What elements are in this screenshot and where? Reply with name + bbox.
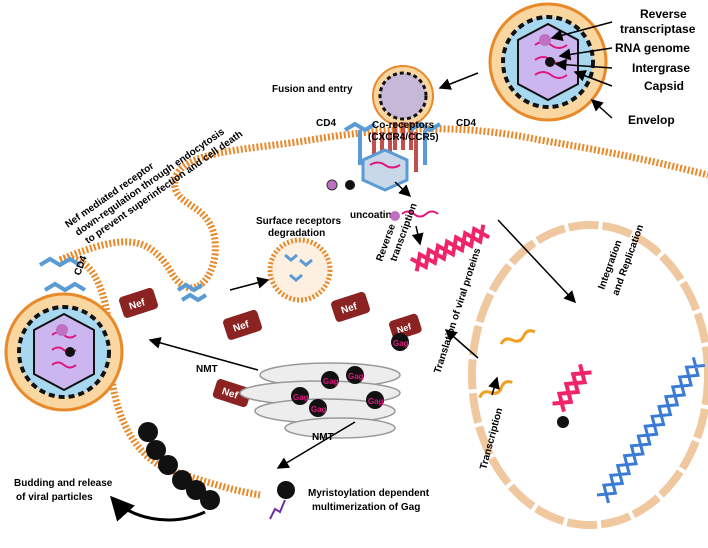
nef-protein-2: Nef — [223, 309, 262, 340]
arrow-uncoat — [394, 181, 412, 198]
host-dna — [596, 357, 706, 504]
arrow-transcript — [488, 376, 500, 396]
gag-label-4: Gag — [293, 393, 309, 402]
label-integrase: Intergrase — [632, 61, 690, 75]
label-fusion-entry: Fusion and entry — [272, 84, 353, 95]
label-cd4-right: CD4 — [456, 118, 476, 129]
uncoat-rt — [326, 179, 338, 191]
arrow-integration — [497, 219, 577, 304]
vesicle-receptors — [284, 253, 313, 282]
arrow-rt — [411, 225, 424, 246]
label-myristoylation-1: Myristoylation dependent — [308, 488, 430, 499]
gag-single — [277, 481, 295, 499]
label-cd4-left: CD4 — [316, 118, 336, 129]
entered-capsid — [361, 148, 409, 192]
label-myristoylation-2: multimerization of Gag — [312, 502, 420, 513]
degradation-vesicle — [267, 237, 333, 303]
nef-protein-5: Nef — [212, 379, 252, 408]
virion-pointers — [550, 21, 613, 119]
label-nef-mediated-3: to prevent superinfection and cell death — [83, 129, 245, 247]
label-surface-receptors-2: degradation — [268, 228, 325, 239]
cd4-receptor-right — [408, 121, 442, 165]
label-nmt-1: NMT — [196, 364, 218, 375]
label-reverse-transcriptase-2: transcriptase — [620, 22, 696, 36]
uncoat-rna — [401, 210, 439, 218]
arrow-to-degradation — [229, 276, 270, 291]
cell-membrane-lower — [59, 255, 261, 499]
label-budding-1: Budding and release — [14, 478, 113, 489]
label-nmt-2: NMT — [312, 432, 334, 443]
nef-protein-1: Nef — [119, 287, 158, 318]
label-uncoating: uncoating — [350, 210, 398, 221]
nef-protein-4: Nef — [389, 313, 422, 340]
svg-text:Nef: Nef — [232, 319, 251, 335]
arrow-nmt-1 — [148, 337, 259, 371]
myristoyl-tail — [269, 499, 286, 520]
dsdna-cytoplasm — [409, 224, 491, 272]
label-nef-mediated-2: down-regulation through endocytosis — [73, 126, 227, 238]
uncoat-rt-2 — [390, 211, 400, 221]
uncoat-integrase — [345, 180, 355, 190]
label-coreceptors-2: (CXCR4/CCR5) — [368, 132, 439, 143]
arrow-to-fusion — [438, 72, 479, 90]
gag-label-3: Gag — [348, 372, 364, 381]
mrna-1 — [499, 329, 536, 345]
arrow-budding — [109, 495, 206, 522]
entered-rna — [369, 161, 401, 169]
label-capsid: Capsid — [644, 79, 684, 93]
gag-label-6: Gag — [368, 397, 384, 406]
label-coreceptors-1: Co-receptors — [372, 120, 435, 131]
arrow-nmt-2 — [276, 421, 356, 469]
cd4-receptor-left — [343, 121, 377, 165]
gag-proteins — [291, 333, 409, 417]
virion-budding — [4, 292, 124, 412]
gag-label-1: Gag — [393, 339, 409, 348]
label-rna-genome: RNA genome — [615, 41, 690, 55]
integrase-in-nucleus — [557, 416, 569, 428]
arrow-translation — [444, 329, 479, 359]
label-surface-receptors-1: Surface receptors — [256, 216, 341, 227]
mrna-2 — [478, 380, 513, 399]
label-reverse-transcriptase-1: Reverse — [640, 7, 687, 21]
gag-label-2: Gag — [323, 377, 339, 386]
gag-label-5: Gag — [311, 405, 327, 414]
nucleus — [468, 221, 708, 529]
svg-text:Nef: Nef — [128, 297, 147, 313]
nef-protein-3: Nef — [331, 291, 370, 322]
integrated-provirus — [552, 363, 592, 413]
virion-top — [488, 2, 608, 122]
svg-text:Nef: Nef — [396, 321, 414, 335]
budding-gag-lattice — [138, 422, 220, 510]
cd4-endocytosis — [176, 282, 208, 303]
svg-text:Nef: Nef — [340, 301, 359, 317]
cd4-nef-left — [38, 256, 87, 293]
label-budding-2: of viral particles — [16, 492, 93, 503]
virion-fusion — [372, 65, 434, 150]
label-envelop: Envelop — [628, 113, 675, 127]
svg-text:Nef: Nef — [220, 386, 239, 402]
cell-membrane — [58, 125, 708, 292]
